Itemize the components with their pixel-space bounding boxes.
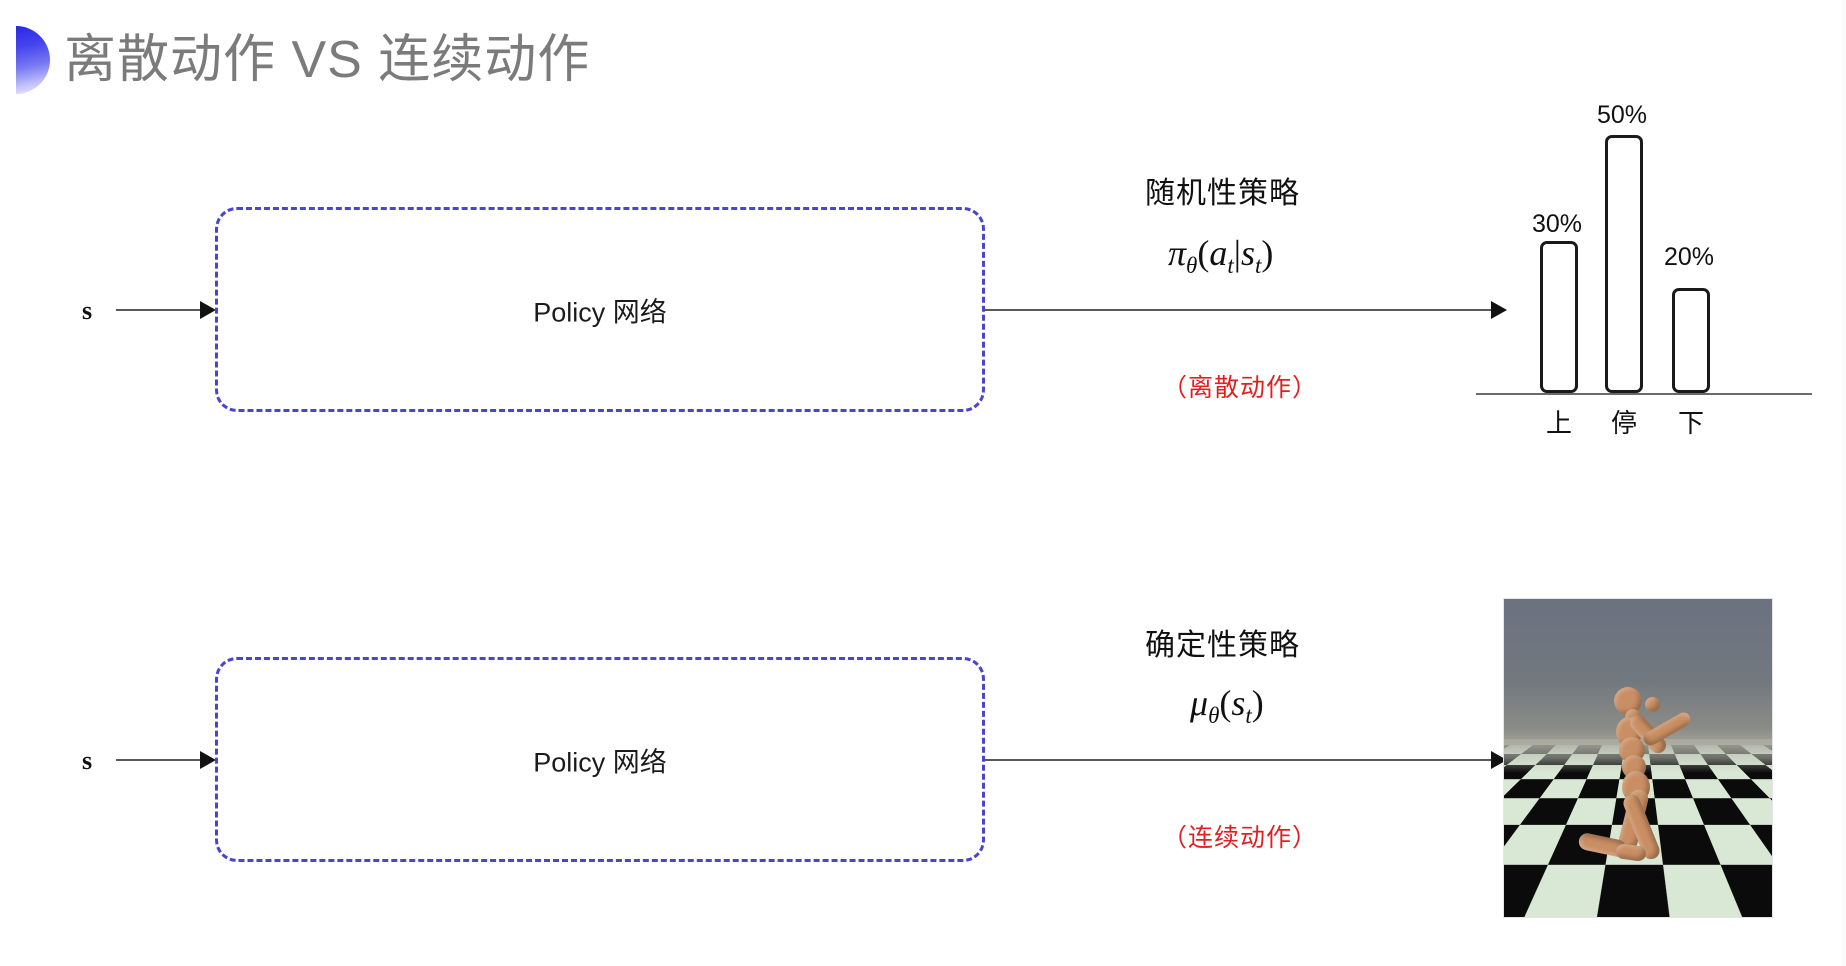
table-row[interactable] <box>1540 241 1578 393</box>
formula-bar-discrete: | <box>1233 233 1241 273</box>
bar-category-0: 上 <box>1545 408 1572 438</box>
humanoid-hand <box>1645 697 1660 712</box>
policy-kind-continuous: 确定性策略 <box>1145 629 1300 662</box>
policy-formula-continuous: μθ(st) <box>1190 682 1264 729</box>
policy-kind-discrete: 随机性策略 <box>1145 177 1300 210</box>
formula-theta-continuous: θ <box>1208 703 1220 729</box>
bar-value-0: 30% <box>1531 210 1583 238</box>
bar-value-1: 50% <box>1596 101 1648 129</box>
table-row[interactable] <box>1672 288 1710 393</box>
policy-note-continuous: （连续动作） <box>1162 824 1319 852</box>
formula-fn-discrete: π <box>1168 233 1187 273</box>
input-arrow-discrete <box>116 300 216 320</box>
policy-network-label-continuous: Policy 网络 <box>533 747 667 777</box>
page-title: 离散动作 VS 连续动作 <box>64 31 591 89</box>
policy-network-box-discrete[interactable]: Policy 网络 <box>215 207 985 412</box>
state-label-discrete: s <box>82 296 93 325</box>
bar-category-2: 下 <box>1677 408 1704 438</box>
policy-network-box-continuous[interactable]: Policy 网络 <box>215 657 985 862</box>
formula-close-continuous: ) <box>1251 683 1264 723</box>
title-bullet-icon <box>16 26 50 94</box>
formula-close-discrete: ) <box>1261 233 1274 273</box>
bar-value-2: 20% <box>1663 243 1715 271</box>
formula-fn-continuous: μ <box>1190 683 1209 723</box>
bar-category-1: 停 <box>1610 408 1637 438</box>
formula-s-discrete: s <box>1240 233 1255 273</box>
policy-formula-discrete: πθ(at|st) <box>1168 232 1273 279</box>
formula-s-sub-continuous: t <box>1245 703 1252 729</box>
formula-a-sub-discrete: t <box>1227 253 1234 279</box>
output-arrow-continuous <box>985 750 1510 770</box>
humanoid-simulation-figure <box>1503 598 1773 918</box>
formula-s-continuous: s <box>1231 683 1246 723</box>
policy-network-label-discrete: Policy 网络 <box>533 297 667 327</box>
policy-note-discrete: （离散动作） <box>1162 374 1319 402</box>
formula-s-sub-discrete: t <box>1254 253 1262 279</box>
formula-theta-discrete: θ <box>1186 253 1198 279</box>
formula-a-discrete: a <box>1209 233 1228 273</box>
state-label-continuous: s <box>82 746 93 775</box>
table-row[interactable] <box>1605 135 1643 393</box>
right-edge-strip <box>1842 0 1846 966</box>
formula-open-discrete: ( <box>1197 233 1210 273</box>
output-arrow-discrete <box>985 300 1510 320</box>
input-arrow-continuous <box>116 750 216 770</box>
formula-open-continuous: ( <box>1219 683 1232 723</box>
action-probability-bar-chart: 30% 上 50% 停 20% 下 <box>1470 95 1815 438</box>
chart-x-axis <box>1476 393 1812 395</box>
